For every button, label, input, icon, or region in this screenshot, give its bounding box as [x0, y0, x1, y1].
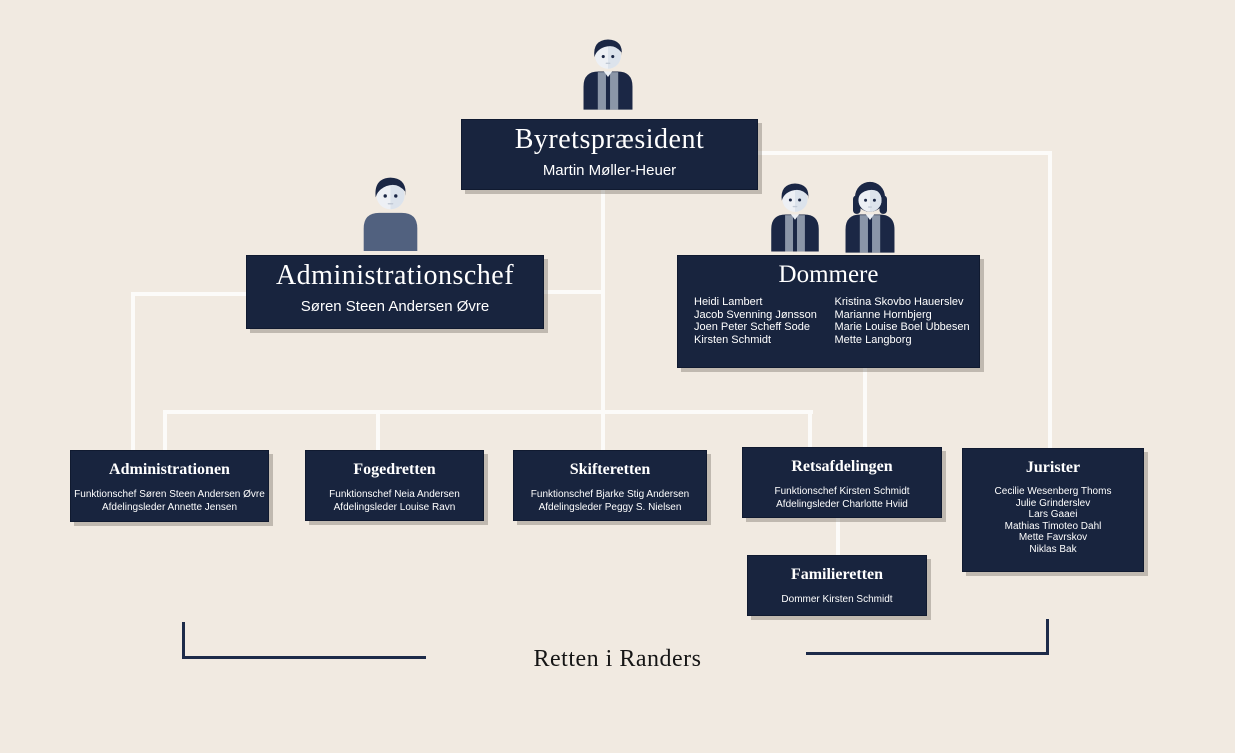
org-node-familieretten: Familieretten Dommer Kirsten Schmidt: [747, 555, 927, 616]
node-role-line: Funktionschef Søren Steen Andersen Øvre: [74, 489, 265, 500]
node-role-line: Afdelingsleder Peggy S. Nielsen: [538, 502, 682, 513]
org-node-fogedretten: Fogedretten Funktionschef Neia Andersen …: [305, 450, 484, 521]
node-title: Fogedretten: [353, 461, 436, 478]
node-person-name: Martin Møller-Heuer: [542, 162, 677, 179]
page-title: Retten i Randers: [533, 646, 702, 672]
judges-column-left: Heidi Lambert Jacob Svenning Jønsson Joe…: [694, 296, 835, 346]
judge-male-person-icon: [762, 176, 828, 253]
judge-name: Kristina Skovbo Hauerslev: [834, 296, 964, 308]
org-node-administrationen: Administrationen Funktionschef Søren Ste…: [70, 450, 269, 522]
node-title: Familieretten: [790, 566, 884, 583]
connector-president-drop: [601, 190, 605, 450]
judge-name: Joen Peter Scheff Sode: [694, 321, 810, 333]
judges-column-right: Kristina Skovbo Hauerslev Marianne Hornb…: [835, 296, 979, 346]
node-title: Retsafdelingen: [791, 458, 893, 475]
judge-name: Marie Louise Boel Ubbesen: [834, 321, 970, 333]
node-title: Administrationen: [109, 461, 230, 478]
node-role-line: Funktionschef Kirsten Schmidt: [774, 486, 910, 497]
node-person-name: Søren Steen Andersen Øvre: [300, 298, 490, 315]
org-node-retsafdelingen: Retsafdelingen Funktionschef Kirsten Sch…: [742, 447, 942, 518]
judge-name: Jacob Svenning Jønsson: [694, 308, 817, 321]
judge-name: Heidi Lambert: [694, 296, 763, 308]
connector-retsafdelingen-familieretten: [836, 518, 840, 555]
node-role-line: Afdelingsleder Charlotte Hviid: [776, 499, 908, 510]
lawyer-name: Niklas Bak: [1029, 543, 1077, 555]
node-title: Byretspræsident: [514, 124, 705, 155]
judge-name: Mette Langborg: [834, 333, 912, 346]
node-role-line: Funktionschef Neia Andersen: [329, 489, 460, 500]
node-title: Dommere: [778, 261, 879, 288]
node-title: Skifteretten: [569, 461, 651, 478]
org-node-administrationschef: Administrationschef Søren Steen Andersen…: [246, 255, 544, 329]
lawyer-name: Mette Favrskov: [1018, 532, 1088, 543]
connector-president-right: [757, 151, 1052, 155]
node-role-line: Afdelingsleder Louise Ravn: [333, 502, 456, 513]
org-node-jurister: Jurister Cecilie Wesenberg Thoms Julie G…: [962, 448, 1144, 572]
connector-judges-retsafdelingen: [863, 368, 867, 447]
judge-name: Marianne Hornbjerg: [834, 308, 932, 321]
president-person-icon: [574, 31, 642, 112]
node-role-line: Funktionschef Bjarke Stig Andersen: [530, 489, 690, 500]
org-node-byretspraesident: Byretspræsident Martin Møller-Heuer: [461, 119, 758, 190]
bottom-left-bracket-horizontal: [182, 656, 426, 659]
connector-adminchief-right: [544, 290, 602, 294]
bottom-right-bracket-vertical: [1046, 619, 1049, 655]
connector-left-drop: [131, 292, 135, 450]
bottom-left-bracket-vertical: [182, 622, 185, 658]
connector-drop-jurister: [1048, 151, 1052, 448]
node-title: Jurister: [1025, 459, 1081, 476]
lawyer-name: Lars Gaaei: [1028, 509, 1078, 520]
node-role-line: Dommer Kirsten Schmidt: [781, 594, 893, 605]
judge-name: Kirsten Schmidt: [694, 333, 772, 346]
org-node-dommere: Dommere Heidi Lambert Jacob Svenning Jøn…: [677, 255, 980, 368]
connector-drop-administration: [163, 410, 167, 450]
admin-chief-person-icon: [353, 172, 428, 251]
connector-drop-retsafdelingen: [808, 410, 812, 447]
connector-main-horizontal: [163, 410, 813, 414]
lawyer-name-list: Cecilie Wesenberg Thoms Julie Grindersle…: [963, 486, 1143, 555]
judge-female-person-icon: [836, 176, 904, 253]
org-node-skifteretten: Skifteretten Funktionschef Bjarke Stig A…: [513, 450, 707, 521]
lawyer-name: Cecilie Wesenberg Thoms: [994, 486, 1112, 497]
lawyer-name: Julie Grinderslev: [1015, 497, 1091, 509]
judges-name-columns: Heidi Lambert Jacob Svenning Jønsson Joe…: [678, 290, 979, 346]
bottom-right-bracket-horizontal: [806, 652, 1049, 655]
connector-drop-fogedretten: [376, 410, 380, 450]
node-role-line: Afdelingsleder Annette Jensen: [101, 502, 238, 513]
node-title: Administrationschef: [275, 260, 515, 291]
connector-adminchief-left: [131, 292, 247, 296]
lawyer-name: Mathias Timoteo Dahl: [1004, 520, 1102, 532]
